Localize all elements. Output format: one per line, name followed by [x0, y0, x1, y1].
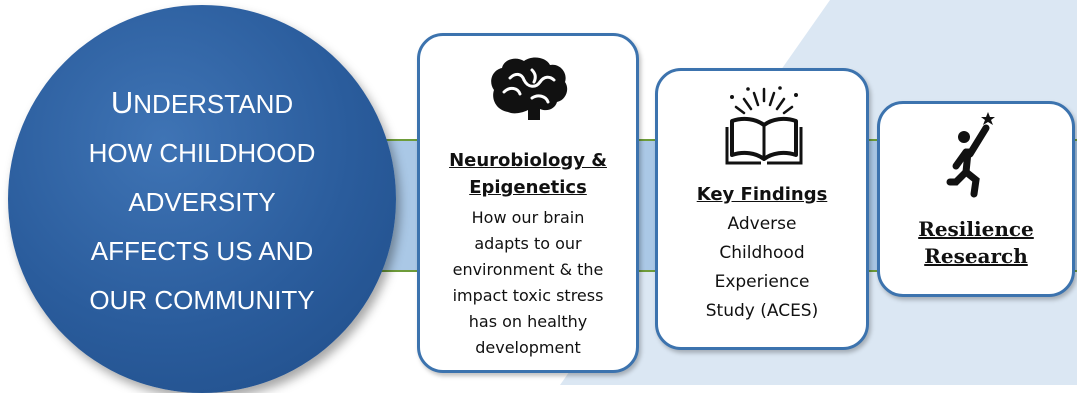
open-book-icon	[725, 86, 803, 165]
circle-line-1: UNDERSTAND	[110, 85, 294, 120]
circle-line-5: OUR COMMUNITY	[89, 285, 315, 315]
card-heading: Resilience Research	[918, 217, 1034, 268]
brain-icon	[491, 57, 568, 120]
circle-line-3: ADVERSITY	[128, 187, 276, 217]
person-reaching-star-icon	[946, 112, 995, 198]
circle-line-2: HOW CHILDHOOD	[88, 138, 316, 168]
card-key-findings: Key Findings Adverse Childhood Experienc…	[655, 68, 869, 350]
card-resilience: Resilience Research	[877, 101, 1075, 297]
card-neurobiology: Neurobiology & Epigenetics How our brain…	[417, 33, 639, 373]
card-heading: Key Findings	[696, 184, 828, 205]
card-description: Adverse Childhood Experience Study (ACES…	[705, 214, 819, 321]
main-circle	[8, 5, 396, 393]
card-heading: Neurobiology & Epigenetics	[449, 150, 607, 198]
card-description: How our brain adapts to our environment …	[452, 208, 604, 357]
circle-title: UNDERSTAND HOW CHILDHOOD ADVERSITY AFFEC…	[8, 78, 396, 325]
circle-line-4: AFFECTS US AND	[90, 236, 314, 266]
